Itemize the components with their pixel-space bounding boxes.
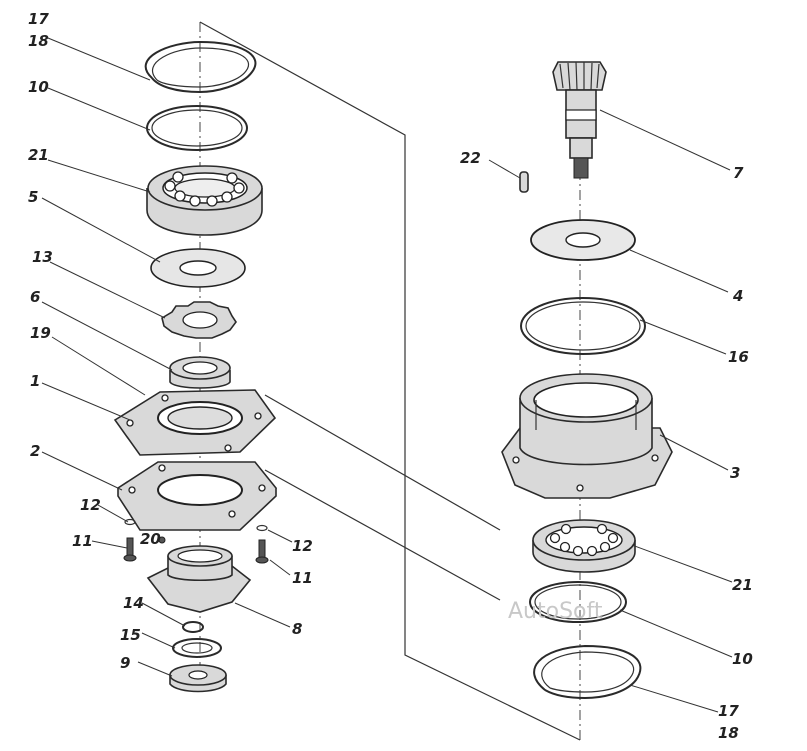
flange-1	[113, 389, 277, 456]
callout-19: 19	[30, 324, 51, 342]
washer-15	[172, 638, 222, 658]
ring-10-left	[146, 105, 248, 151]
callout-4: 4	[732, 287, 743, 305]
callout-9: 9	[120, 654, 130, 672]
callout-20: 20	[140, 530, 161, 548]
callout-21-right: 21	[732, 576, 753, 594]
washer-5	[150, 248, 246, 288]
callout-10-right: 10	[732, 650, 753, 668]
callout-11-left: 11	[72, 532, 93, 550]
callout-22: 22	[460, 149, 481, 167]
nut-6	[169, 356, 231, 389]
callout-10-left: 10	[28, 78, 49, 96]
callout-17-bottom-right: 17	[718, 702, 739, 720]
pinion-shaft-7	[552, 61, 607, 179]
callout-17-top-left: 17	[28, 10, 49, 28]
bearing-21-right	[532, 519, 636, 573]
callout-2: 2	[30, 442, 40, 460]
pin-20	[158, 536, 166, 544]
callout-labels: 17 18 10 21 5 13 6 19 1 2 12 11 20 12 11…	[28, 10, 753, 742]
assembly-guide-line-2	[264, 469, 501, 601]
callout-7: 7	[733, 164, 744, 182]
bolt-11-left	[123, 518, 137, 562]
callout-5: 5	[28, 188, 38, 206]
o-ring-14	[182, 621, 204, 633]
bearing-21-left	[146, 165, 263, 236]
housing-3	[501, 373, 673, 499]
leader-lines	[41, 37, 733, 713]
callout-18-bottom-right: 18	[718, 724, 739, 742]
assembly-guide-line-1	[264, 394, 501, 531]
cover-8	[146, 545, 252, 613]
callout-18-top-left: 18	[28, 32, 49, 50]
nut-9	[169, 664, 227, 693]
callout-1: 1	[30, 372, 40, 390]
ring-10-right	[529, 581, 627, 623]
callout-13: 13	[32, 248, 53, 266]
callout-8: 8	[292, 620, 302, 638]
o-ring-16	[520, 297, 646, 355]
callout-12-right: 12	[292, 537, 313, 555]
callout-11-right: 11	[292, 569, 313, 587]
snap-ring-bottom-right	[533, 644, 642, 700]
callout-15: 15	[120, 626, 141, 644]
callout-6: 6	[30, 288, 40, 306]
callout-12-left: 12	[80, 496, 101, 514]
washer-4	[530, 219, 636, 261]
assembly-guide-line-outer	[199, 21, 581, 741]
callout-14: 14	[123, 594, 144, 612]
gasket-plate-2	[116, 461, 278, 531]
key-22	[519, 171, 529, 193]
bolt-11-right	[255, 524, 269, 564]
watermark: AutoSoft	[508, 599, 603, 624]
callout-16: 16	[728, 348, 749, 366]
callout-3: 3	[730, 464, 740, 482]
snap-ring-top-left	[144, 40, 257, 94]
callout-21-left: 21	[28, 146, 49, 164]
lock-washer-13	[161, 301, 237, 339]
